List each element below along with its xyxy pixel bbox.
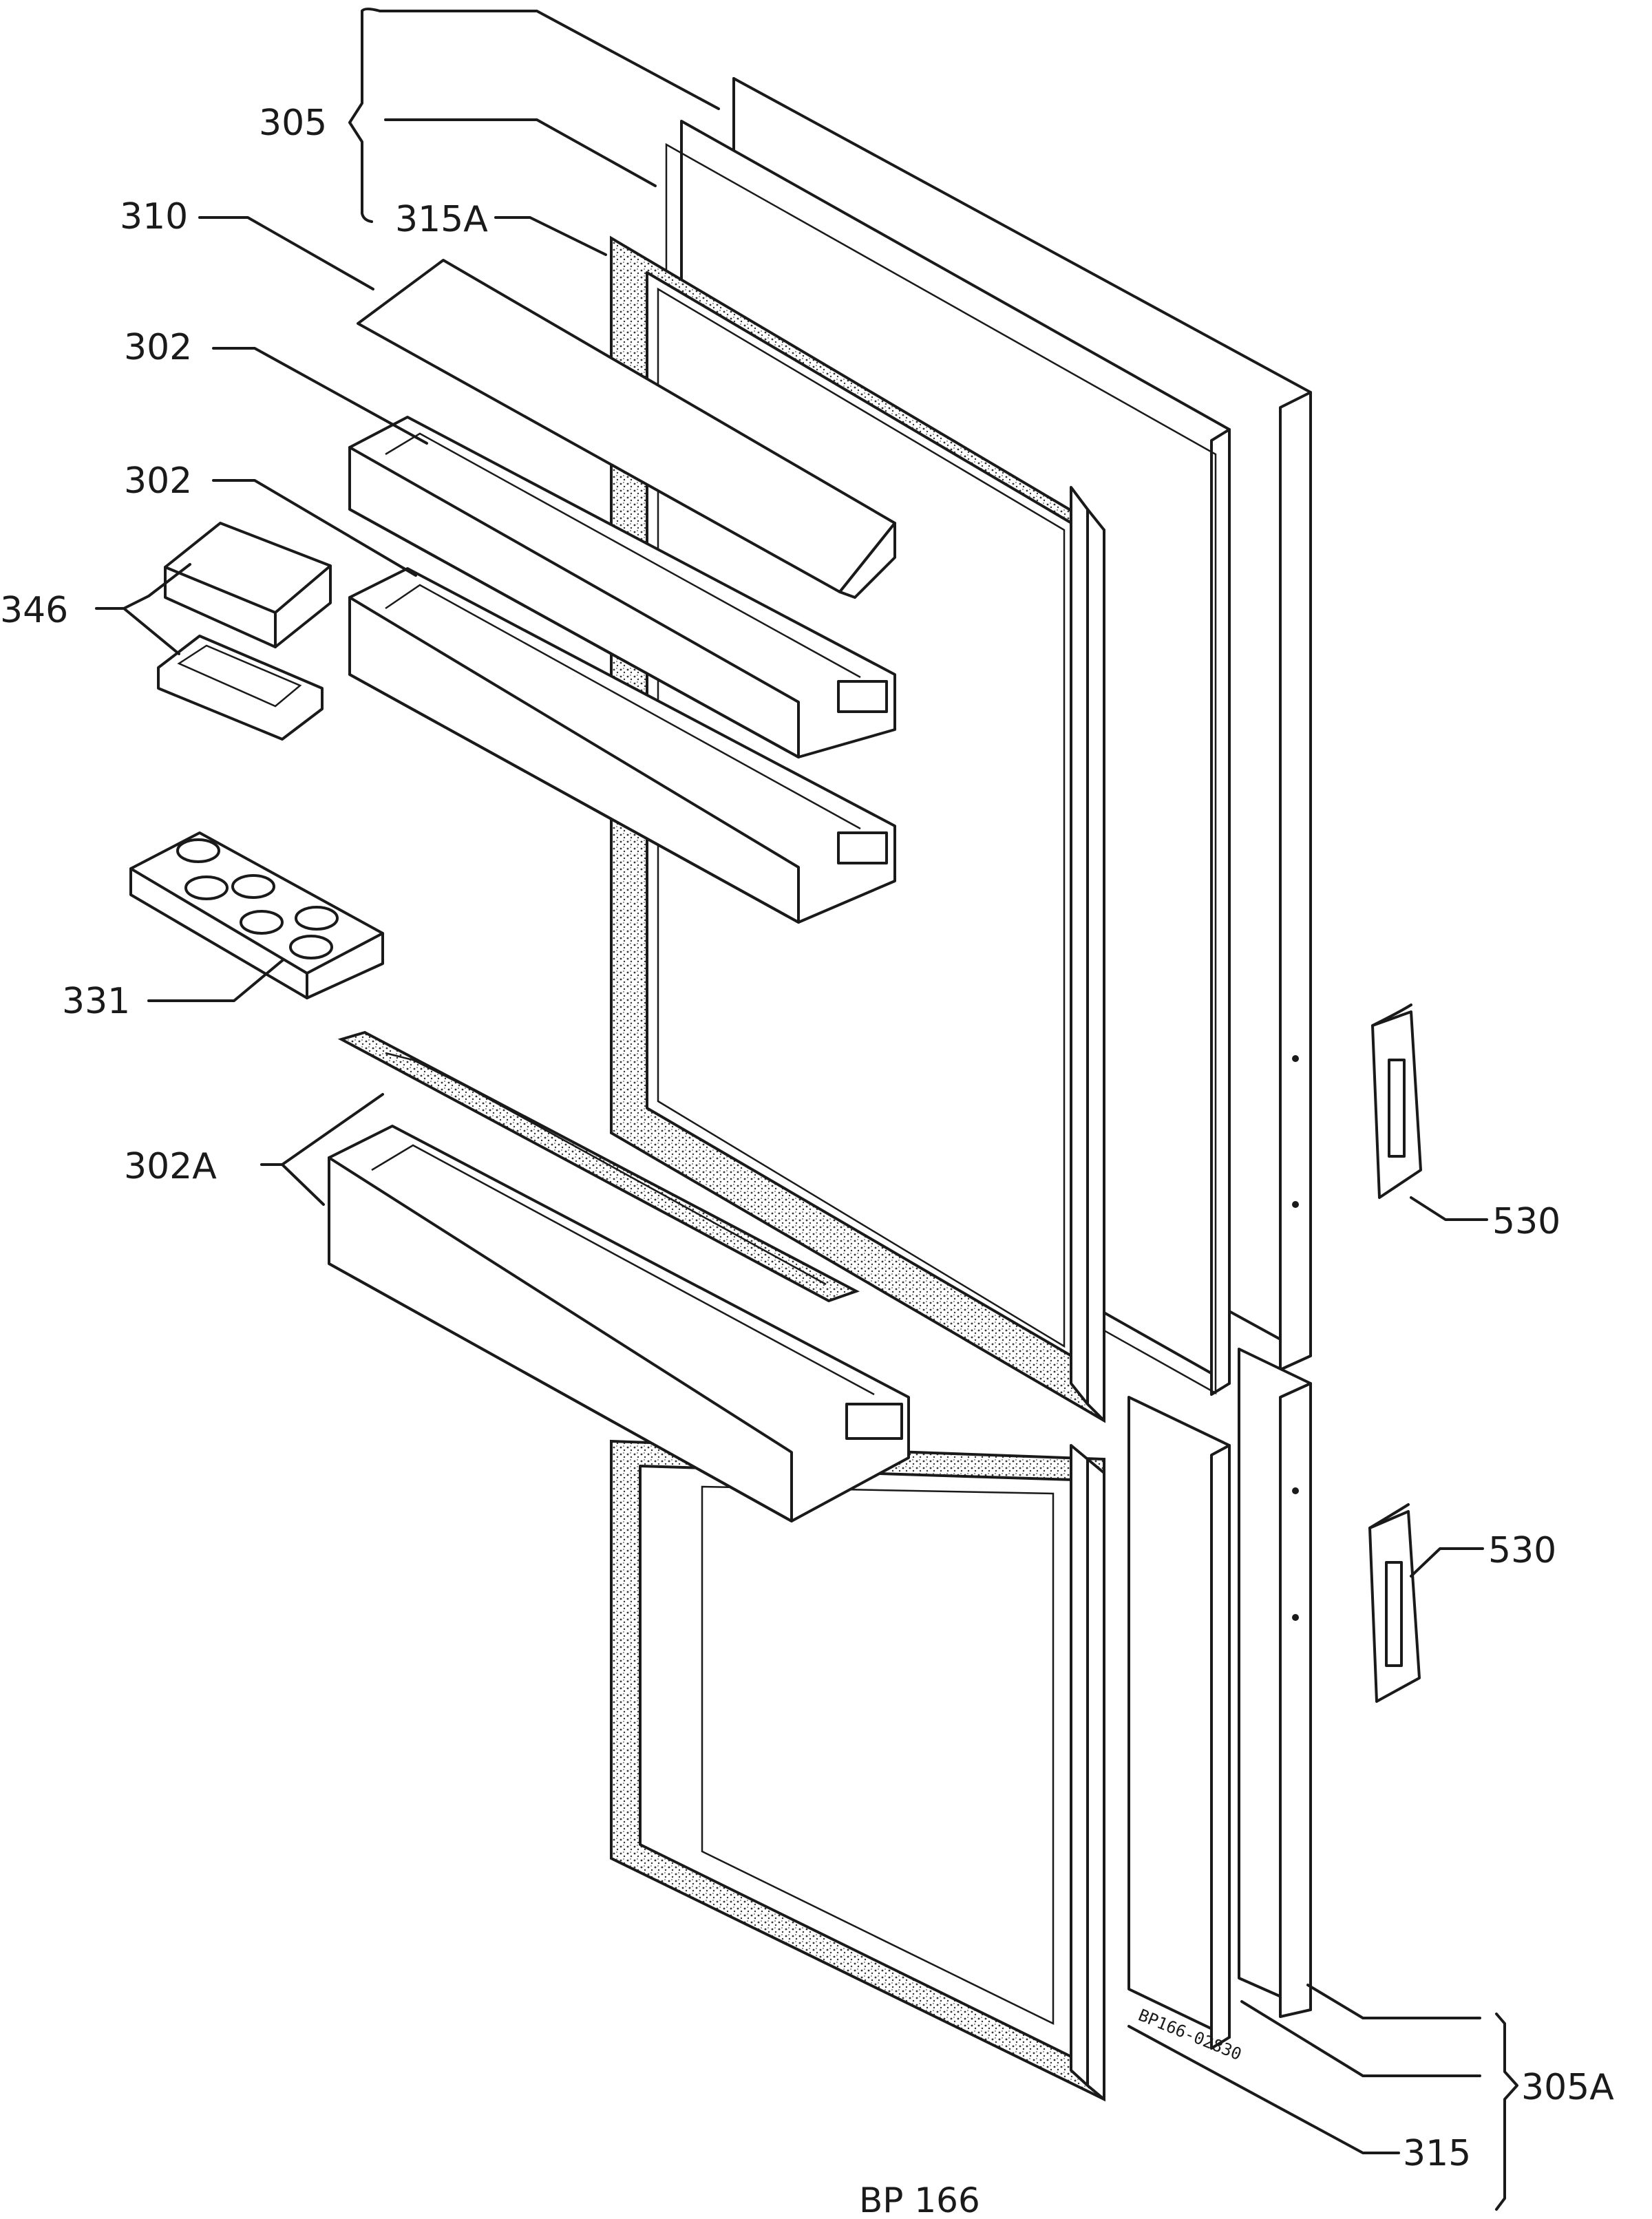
bottle-retainer-strip [337, 1030, 860, 1303]
hinge-530-lower [1368, 1503, 1421, 1703]
hinge-530-upper [1371, 1004, 1422, 1199]
shelf-cover-310 [357, 259, 896, 599]
label-315: 315 [1403, 2133, 1471, 2174]
label-302a: 302A [124, 1146, 217, 1187]
door-shelf-302-lower [348, 567, 896, 924]
label-305: 305 [259, 103, 327, 144]
label-530-upper: 530 [1492, 1201, 1560, 1242]
label-331: 331 [62, 981, 130, 1022]
label-315a: 315A [395, 199, 488, 240]
leader-lines [95, 8, 1518, 2211]
lower-inner-door-liner [1127, 1396, 1231, 2050]
label-302-upper: 302 [124, 327, 192, 368]
lower-door-gasket [610, 1439, 1105, 2102]
label-346: 346 [0, 590, 68, 631]
drawing-reference: BP 166 [859, 2180, 980, 2219]
label-305a: 305A [1521, 2067, 1614, 2108]
butter-box-346 [157, 522, 332, 741]
bottle-shelf-302a [328, 1125, 910, 1522]
label-530-lower: 530 [1488, 1530, 1556, 1571]
lower-outer-door-panel [1238, 1348, 1312, 2018]
door-shelf-302-upper [348, 416, 896, 758]
label-302-lower: 302 [124, 460, 192, 502]
egg-tray-331 [129, 831, 384, 999]
label-310: 310 [120, 196, 188, 237]
